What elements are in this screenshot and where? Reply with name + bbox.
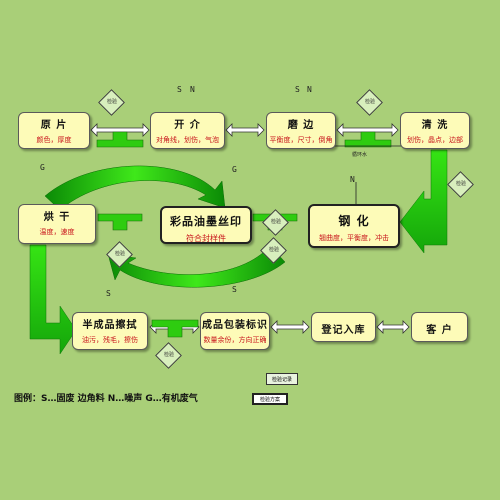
process-edging: 磨 边 平衡度，尺寸，倒角 bbox=[266, 112, 336, 149]
process-title: 磨 边 bbox=[287, 120, 315, 131]
process-title: 彩品油墨丝印 bbox=[170, 215, 242, 228]
double-arrow-raw-cutting bbox=[90, 123, 150, 137]
inspection-record-box: 检验记录 bbox=[266, 373, 298, 385]
process-customer: 客 户 bbox=[411, 312, 468, 342]
label-s-edging: S bbox=[295, 85, 300, 94]
t-connector-raw-cutting bbox=[96, 131, 144, 148]
process-title: 钢 化 bbox=[338, 214, 370, 228]
process-sub: 温度，速度 bbox=[39, 228, 75, 236]
label-g-drying: G bbox=[40, 163, 45, 172]
inspection-diamond-5: 检验 bbox=[260, 237, 288, 265]
process-title: 烘 干 bbox=[43, 212, 71, 223]
process-sub: 符合封样件 bbox=[186, 234, 226, 243]
inspection-plan-box: 检验方案 bbox=[252, 393, 288, 405]
diamond-label: 检验 bbox=[455, 181, 466, 187]
process-washing: 清 洗 划伤，晶点，边部 bbox=[400, 112, 470, 149]
label-n-edging: N bbox=[307, 85, 312, 94]
process-sub: 划伤，晶点，边部 bbox=[407, 136, 463, 144]
inspection-diamond-7: 检验 bbox=[262, 209, 290, 237]
process-warehouse: 登记入库 bbox=[311, 312, 376, 342]
inspection-diamond-4: 检验 bbox=[106, 241, 134, 269]
diamond-label: 检验 bbox=[114, 251, 125, 257]
inspection-diamond-6: 检验 bbox=[155, 342, 183, 370]
double-arrow-store-customer bbox=[376, 320, 410, 334]
t-connector-semi-packing bbox=[151, 319, 199, 338]
diamond-label: 检验 bbox=[268, 247, 279, 253]
label-s-packing: S bbox=[232, 285, 237, 294]
process-title: 原 片 bbox=[40, 120, 68, 131]
diamond-label: 检验 bbox=[163, 352, 174, 358]
process-title: 成品包装标识 bbox=[202, 320, 268, 331]
diamond-label: 检验 bbox=[270, 219, 281, 225]
curve-arrow-top bbox=[44, 165, 226, 211]
process-packing-marking: 成品包装标识 数量余份，方向正确 bbox=[200, 312, 270, 350]
process-semi-wiping: 半成品擦拭 油污，残毛，擦伤 bbox=[72, 312, 148, 350]
process-ink-printing: 彩品油墨丝印 符合封样件 bbox=[160, 206, 252, 244]
process-sub: 颜色，厚度 bbox=[36, 136, 72, 144]
t-connector-edging-washing bbox=[344, 131, 392, 148]
double-arrow-cutting-edging bbox=[225, 123, 265, 137]
label-n-tempering: N bbox=[350, 175, 355, 184]
arrow-drying-to-semi bbox=[29, 244, 77, 355]
process-title: 客 户 bbox=[426, 325, 453, 336]
diamond-label: 检验 bbox=[364, 99, 375, 105]
process-raw-glass: 原 片 颜色，厚度 bbox=[18, 112, 90, 149]
process-cutting: 开 介 对角线，划伤，气泡 bbox=[150, 112, 225, 149]
inspection-diamond-2: 检验 bbox=[356, 89, 384, 117]
process-title: 开 介 bbox=[174, 120, 201, 131]
double-arrow-edging-washing bbox=[336, 123, 399, 137]
process-sub: 平衡度，尺寸，倒角 bbox=[269, 136, 333, 144]
record-label: 检验记录 bbox=[271, 377, 292, 383]
washing-water-note: 循环水 bbox=[352, 152, 368, 158]
process-tempering: 钢 化 翘曲度，平衡度，冲击 bbox=[308, 204, 400, 248]
double-arrow-packing-store bbox=[270, 320, 310, 334]
t-connector-drying-printing bbox=[97, 213, 143, 231]
label-g-printing: G bbox=[232, 165, 237, 174]
process-title: 清 洗 bbox=[421, 120, 449, 131]
label-s-cutting: S bbox=[177, 85, 182, 94]
process-title: 半成品擦拭 bbox=[82, 320, 138, 331]
process-sub: 油污，残毛，擦伤 bbox=[82, 336, 138, 344]
arrow-washing-to-tempering bbox=[399, 149, 448, 254]
inspection-diamond-1: 检验 bbox=[98, 89, 126, 117]
process-drying: 烘 干 温度，速度 bbox=[18, 204, 96, 244]
curve-arrow-bottom bbox=[107, 245, 286, 288]
process-sub: 对角线，划伤，气泡 bbox=[156, 136, 219, 144]
diamond-label: 检验 bbox=[106, 99, 117, 105]
plan-label: 检验方案 bbox=[259, 397, 280, 403]
process-sub: 翘曲度，平衡度，冲击 bbox=[319, 234, 389, 242]
label-s-semi: S bbox=[106, 289, 111, 298]
process-title: 登记入库 bbox=[321, 325, 366, 336]
label-n-cutting: N bbox=[190, 85, 195, 94]
legend: 图例：S…固废 边角料 N…噪声 G…有机废气 bbox=[14, 394, 198, 404]
process-sub: 数量余份，方向正确 bbox=[203, 336, 267, 344]
inspection-diamond-3: 检验 bbox=[447, 171, 475, 199]
